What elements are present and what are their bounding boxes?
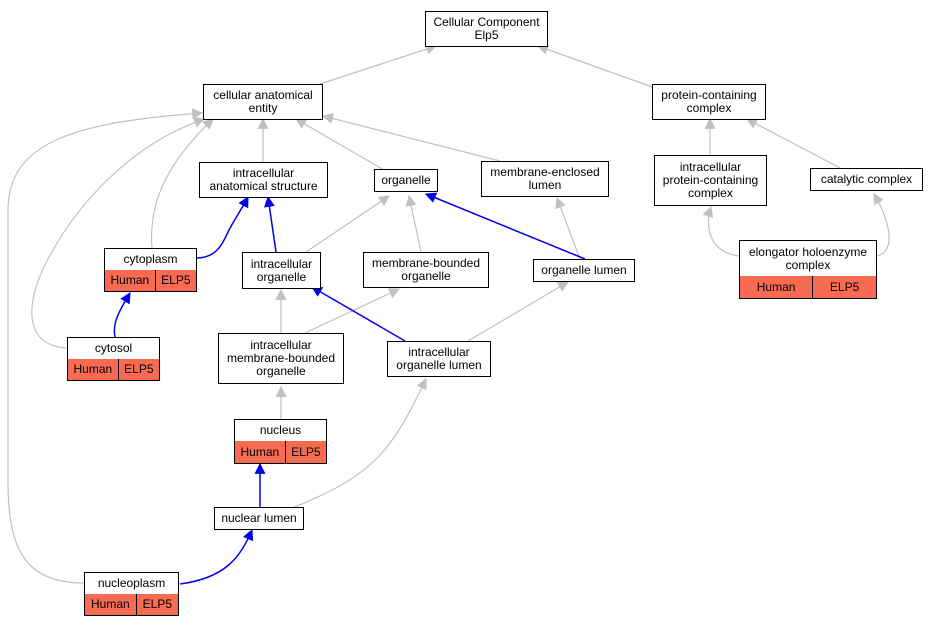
edge-cytosol-cae <box>31 117 206 349</box>
annotation-species: Human <box>68 359 118 380</box>
edge-elongator-catalytic <box>873 193 890 257</box>
annotation-species: Human <box>740 276 813 298</box>
edge-nucleoplasm-nl <box>179 528 254 585</box>
edge-mbo-organelle <box>405 194 422 253</box>
edge-mel-cae <box>321 113 501 162</box>
edge-cae-root <box>319 43 438 85</box>
edge-catalytic-pcc <box>746 118 843 170</box>
annotation-gene: ELP5 <box>154 270 197 291</box>
node-catalytic-complex[interactable]: catalytic complex <box>810 168 923 191</box>
node-nuclear-lumen[interactable]: nuclear lumen <box>214 507 304 530</box>
node-organelle[interactable]: organelle <box>374 169 438 192</box>
edge-iol-ol <box>467 281 569 342</box>
annotation-elongator[interactable]: Human ELP5 <box>739 276 877 299</box>
edge-pcc-root <box>536 44 656 89</box>
annotation-cytoplasm[interactable]: Human ELP5 <box>104 270 197 292</box>
node-cytoplasm[interactable]: cytoplasm <box>104 248 197 271</box>
edge-nl-iol <box>291 378 427 509</box>
annotation-gene: ELP5 <box>284 441 327 463</box>
node-nucleus[interactable]: nucleus <box>234 419 327 442</box>
edge-iol-io <box>311 286 406 342</box>
annotation-cytosol[interactable]: Human ELP5 <box>67 359 160 381</box>
edge-ol-mel <box>555 196 581 260</box>
annotation-gene: ELP5 <box>135 594 179 615</box>
edge-io-ias <box>263 195 277 253</box>
edge-cytosol-cytoplasm <box>113 292 131 338</box>
edge-cytoplasm-cae <box>150 118 214 249</box>
node-organelle-lumen[interactable]: organelle lumen <box>533 259 635 282</box>
edge-nucleoplasm-cae <box>7 108 204 584</box>
node-nucleoplasm[interactable]: nucleoplasm <box>84 572 179 595</box>
annotation-gene: ELP5 <box>117 359 160 380</box>
edge-ol-organelle <box>424 192 586 260</box>
annotation-species: Human <box>85 594 136 615</box>
node-cytosol[interactable]: cytosol <box>67 337 160 360</box>
edge-cytoplasm-ias <box>195 196 249 259</box>
edge-io-organelle <box>305 195 390 253</box>
annotation-species: Human <box>105 270 155 291</box>
annotation-nucleus[interactable]: Human ELP5 <box>234 441 327 464</box>
annotation-species: Human <box>235 441 285 463</box>
annotation-gene: ELP5 <box>812 276 877 298</box>
edge-elongator-ipcc <box>702 205 740 257</box>
edge-organelle-cae <box>295 118 385 171</box>
annotation-nucleoplasm[interactable]: Human ELP5 <box>84 594 179 616</box>
